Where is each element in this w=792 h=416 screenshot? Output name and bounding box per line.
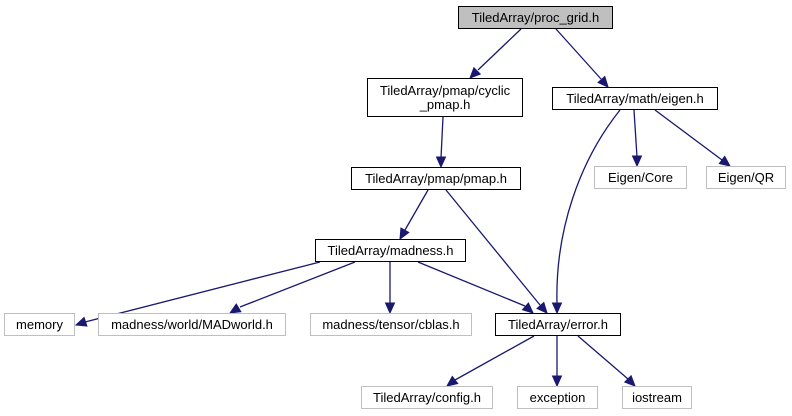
arrowhead-icon [384, 302, 396, 315]
edge-error-to-config [454, 335, 535, 381]
node-eigen-qr[interactable]: Eigen/QR [706, 166, 786, 189]
edge-madness-to-madworld [239, 261, 356, 308]
node-iostream[interactable]: iostream [622, 386, 692, 409]
arrowhead-icon [631, 155, 643, 168]
node-proc-grid[interactable]: TiledArray/proc_grid.h [458, 6, 613, 29]
arrowhead-icon [551, 302, 563, 315]
node-exception[interactable]: exception [517, 386, 598, 409]
arrowhead-icon [469, 66, 482, 79]
edge-error-to-iostream [577, 335, 629, 380]
edge-cyclic_pmap-to-pmap [440, 116, 444, 159]
node-madness[interactable]: TiledArray/madness.h [315, 239, 466, 262]
node-cyclic-pmap[interactable]: TiledArray/pmap/cyclic _pmap.h [367, 78, 523, 117]
arrowhead-icon [597, 75, 609, 88]
arrowhead-icon [228, 303, 242, 314]
arrowhead-icon [435, 156, 447, 169]
arrowhead-icon [623, 374, 636, 387]
node-eigen[interactable]: TiledArray/math/eigen.h [552, 87, 718, 110]
edge-eigen-to-error [556, 109, 621, 305]
node-pmap[interactable]: TiledArray/pmap/pmap.h [351, 167, 521, 190]
node-config[interactable]: TiledArray/config.h [361, 386, 493, 409]
edge-pmap-to-error [445, 189, 541, 306]
arrowhead-icon [399, 227, 410, 241]
node-eigen-core[interactable]: Eigen/Core [594, 166, 687, 189]
arrowhead-icon [551, 375, 563, 388]
node-memory[interactable]: memory [4, 313, 75, 336]
arrowhead-icon [446, 375, 459, 387]
edge-pmap-to-madness [404, 189, 429, 231]
edge-eigen-to-eigen_qr [654, 109, 723, 161]
arrowhead-icon [521, 302, 534, 314]
edge-proc_grid-to-eigen [555, 28, 602, 80]
edge-eigen-to-eigen_core [633, 109, 638, 158]
edge-madness-to-error [417, 261, 526, 307]
edge-madness-to-memory [84, 261, 321, 323]
edge-proc_grid-to-cyclic_pmap [477, 28, 522, 71]
arrowhead-icon [74, 316, 88, 327]
arrowhead-icon [718, 155, 731, 167]
node-cblas[interactable]: madness/tensor/cblas.h [310, 313, 472, 336]
arrowhead-icon [536, 301, 548, 314]
node-madworld[interactable]: madness/world/MADworld.h [98, 313, 286, 336]
node-error[interactable]: TiledArray/error.h [495, 313, 621, 336]
